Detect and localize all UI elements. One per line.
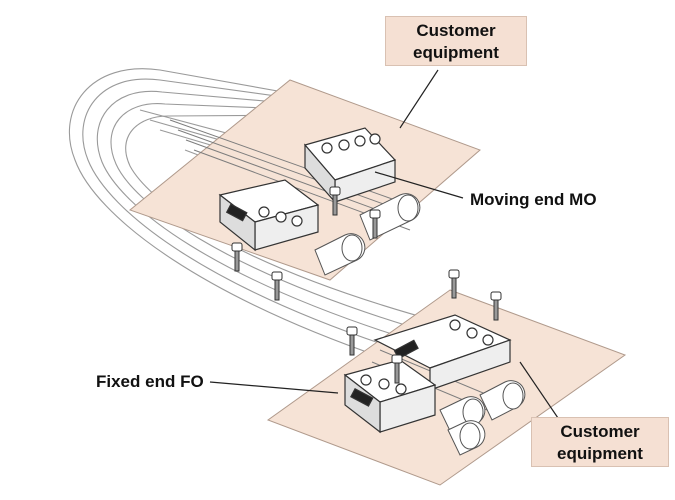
leader-lines: [209, 69, 559, 419]
fixed-end-bracket: [343, 314, 512, 434]
customer-plate-bottom: [266, 289, 627, 486]
bolt-2: [369, 209, 381, 239]
moving-end-label: Moving end MO: [470, 190, 597, 209]
bolts-top: [231, 186, 381, 301]
bolt-6: [490, 291, 502, 321]
bolt-8: [391, 354, 403, 384]
customer-plate-top: [128, 79, 481, 281]
customer-bottom-line1: Customer: [560, 422, 640, 441]
cable-chain: [68, 68, 441, 371]
bolt-1: [329, 186, 341, 216]
leader-fixed-end: [209, 381, 339, 394]
customer-equipment-label-top: Customer equipment: [385, 16, 527, 66]
bolt-4: [271, 271, 283, 301]
customer-bottom-line2: equipment: [557, 444, 643, 463]
bolt-3: [231, 242, 243, 272]
leader-customer-top: [399, 69, 439, 129]
leader-customer-bottom: [519, 361, 559, 419]
fixed-end-label: Fixed end FO: [96, 372, 204, 391]
leader-moving-end: [374, 171, 464, 199]
cable-cylinders-bottom: [439, 380, 526, 456]
customer-equipment-label-bottom: Customer equipment: [531, 417, 669, 467]
customer-top-line1: Customer: [416, 21, 496, 40]
bolt-7: [346, 326, 358, 356]
moving-end-bracket: [218, 127, 397, 252]
bolt-5: [448, 269, 460, 299]
customer-top-line2: equipment: [413, 43, 499, 62]
bolts-bottom: [346, 269, 502, 384]
